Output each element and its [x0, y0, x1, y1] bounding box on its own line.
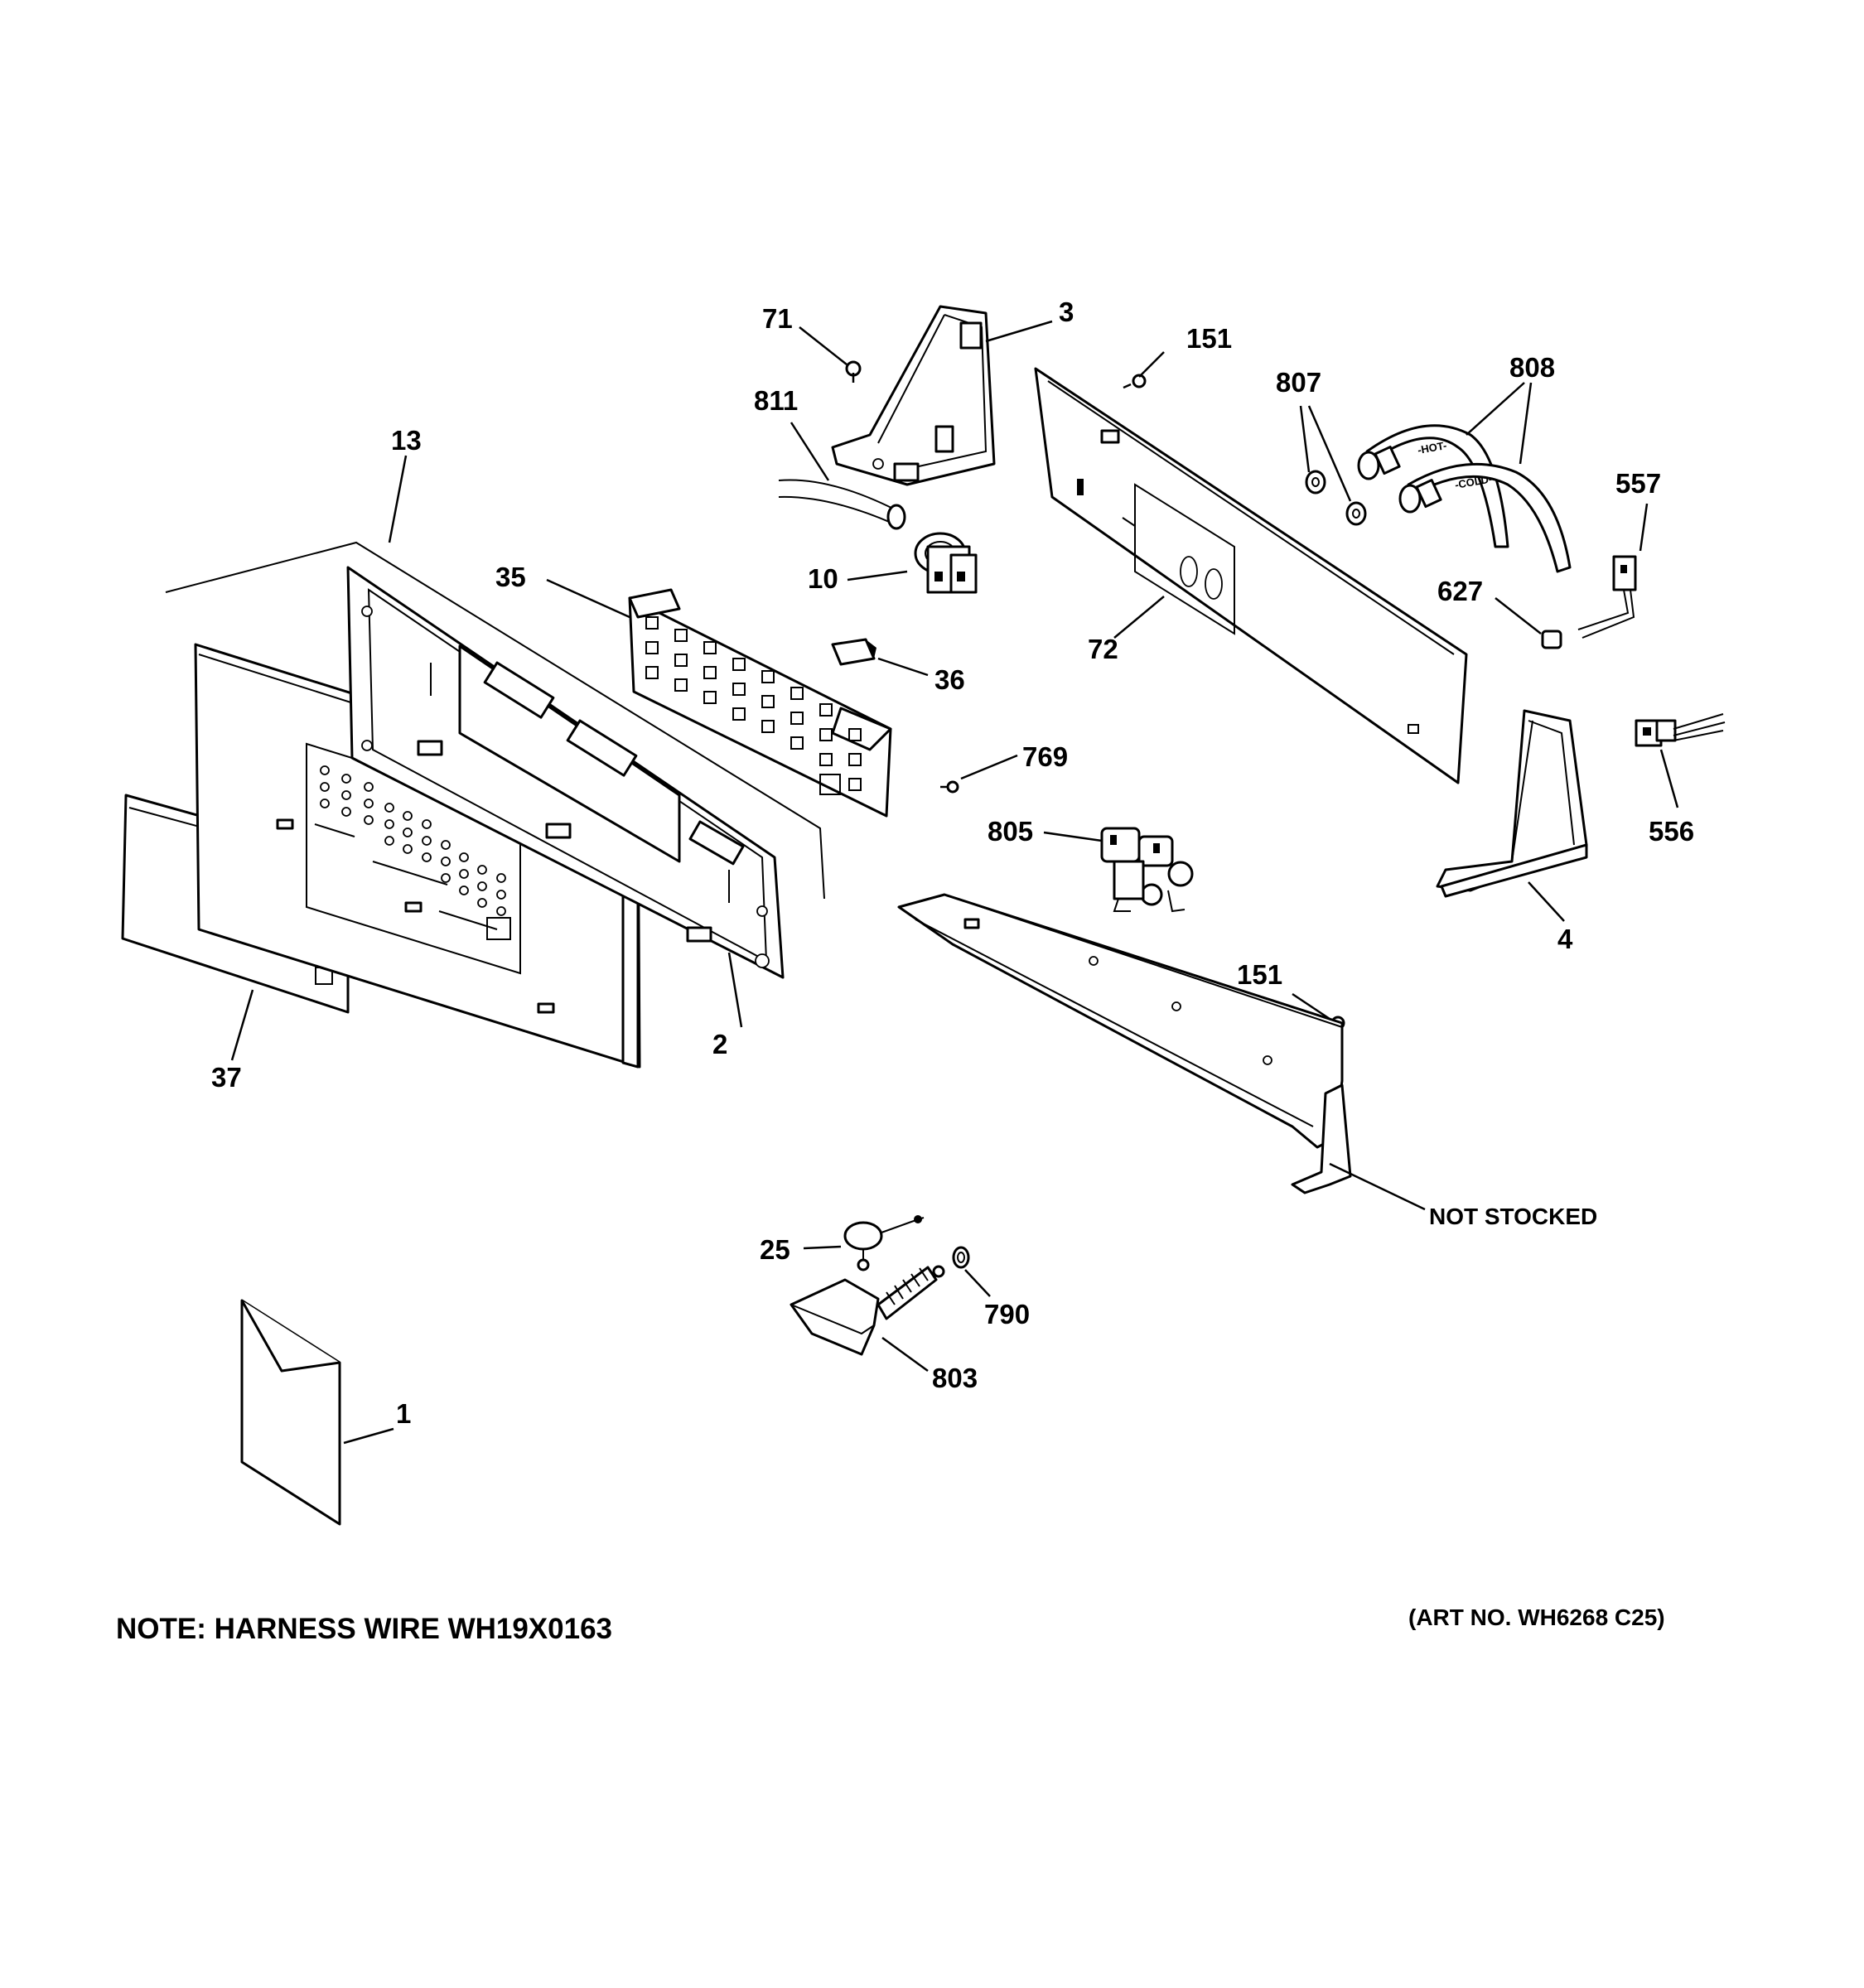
leader-lines	[230, 320, 1679, 1445]
label-part-25: 25	[760, 1234, 790, 1265]
label-part-151-upper: 151	[1186, 323, 1232, 354]
label-part-556: 556	[1649, 816, 1694, 847]
part-556-wire-connector	[1635, 713, 1726, 747]
label-part-1: 1	[396, 1398, 411, 1429]
part-803-spring-lever	[790, 1265, 945, 1356]
switch-grid	[645, 616, 862, 791]
label-part-72: 72	[1088, 634, 1118, 664]
label-part-803: 803	[932, 1363, 978, 1393]
label-part-808: 808	[1509, 352, 1555, 383]
part-769-screw	[940, 780, 959, 794]
not-stocked-label: NOT STOCKED	[1429, 1204, 1597, 1229]
label-part-627: 627	[1437, 576, 1483, 606]
part-808-inlet-hoses: -HOT- -COLD-	[1357, 424, 1572, 573]
part-35-switch-bracket	[628, 588, 892, 818]
part-72-back-panel	[1034, 367, 1468, 784]
part-790-clip	[952, 1246, 970, 1269]
part-1-literature-envelope	[240, 1299, 341, 1526]
part-811-hose	[778, 479, 906, 530]
label-part-3: 3	[1059, 297, 1074, 327]
label-part-805: 805	[988, 816, 1033, 847]
part-25-knob	[843, 1215, 925, 1271]
label-part-769: 769	[1022, 741, 1068, 772]
part-13-panel-outline	[165, 541, 825, 900]
harness-wire-note: NOTE: HARNESS WIRE WH19X0163	[116, 1613, 612, 1645]
part-36-clip	[831, 638, 876, 666]
part-3-left-bracket	[831, 305, 996, 486]
part-71-screw	[845, 360, 862, 383]
label-part-2: 2	[712, 1029, 727, 1059]
label-part-807: 807	[1276, 367, 1321, 398]
label-part-71: 71	[762, 303, 793, 334]
console-frame	[346, 566, 785, 979]
label-part-37: 37	[211, 1062, 242, 1093]
label-part-10: 10	[808, 563, 838, 594]
label-part-35: 35	[495, 562, 526, 592]
control-button-holes	[320, 765, 506, 916]
label-part-151-lower: 151	[1237, 959, 1282, 990]
hot-hose-label: -HOT-	[1417, 439, 1447, 456]
label-part-557: 557	[1615, 468, 1661, 499]
part-number-labels: 3 71 151 807 808 811 13 557 35 10 627 72…	[211, 297, 1694, 1429]
part-557-connector	[1577, 555, 1637, 639]
part-10-pressure-switch	[914, 532, 978, 594]
part-4-right-bracket	[1436, 709, 1588, 898]
part-151-screw-upper	[1123, 374, 1147, 389]
part-805-water-valve	[1100, 827, 1194, 913]
label-part-790: 790	[984, 1299, 1030, 1329]
label-part-4: 4	[1557, 924, 1573, 954]
label-part-13: 13	[391, 425, 422, 456]
label-part-36: 36	[934, 664, 965, 695]
bottom-support-rail	[897, 893, 1352, 1194]
art-number: (ART NO. WH6268 C25)	[1408, 1604, 1665, 1630]
part-627-plug	[1541, 630, 1562, 649]
label-part-811: 811	[754, 385, 798, 416]
part-807-washers	[1305, 470, 1367, 526]
